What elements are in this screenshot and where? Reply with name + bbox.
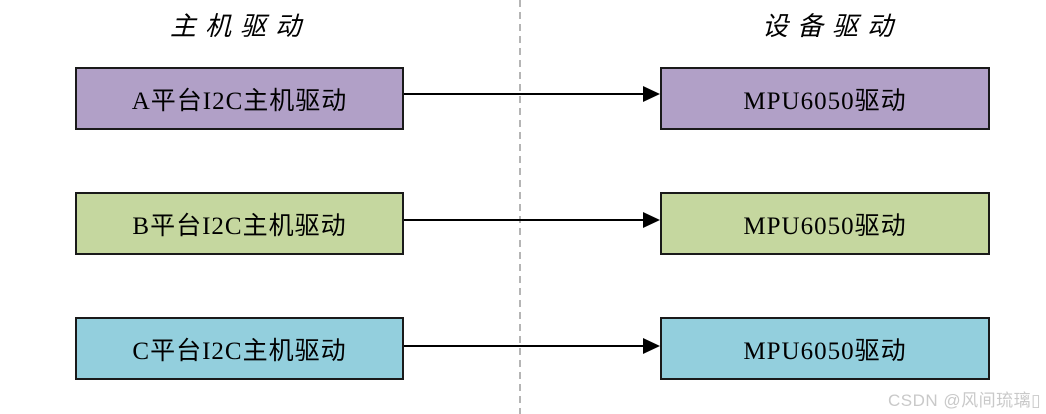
host-driver-box-platform-a: A平台I2C主机驱动 xyxy=(75,67,404,130)
host-driver-box-platform-b: B平台I2C主机驱动 xyxy=(75,192,404,255)
device-driver-column-title: 设备驱动 xyxy=(761,12,902,42)
arrow-line xyxy=(404,93,643,95)
arrow-line xyxy=(404,345,643,347)
arrow-line xyxy=(404,219,643,221)
device-driver-box-row-a: MPU6050驱动 xyxy=(660,67,990,130)
device-driver-box-row-c: MPU6050驱动 xyxy=(660,317,990,380)
arrow-platform-b-to-device xyxy=(404,212,660,228)
device-driver-box-row-b: MPU6050驱动 xyxy=(660,192,990,255)
arrow-head-icon xyxy=(643,86,660,102)
arrow-platform-c-to-device xyxy=(404,338,660,354)
column-divider-dashed-line xyxy=(519,0,521,414)
host-driver-box-platform-c: C平台I2C主机驱动 xyxy=(75,317,404,380)
arrow-platform-a-to-device xyxy=(404,86,660,102)
csdn-watermark: CSDN @风间琉璃▯ xyxy=(887,391,1041,410)
arrow-head-icon xyxy=(643,212,660,228)
arrow-head-icon xyxy=(643,338,660,354)
host-driver-column-title: 主机驱动 xyxy=(169,12,310,42)
